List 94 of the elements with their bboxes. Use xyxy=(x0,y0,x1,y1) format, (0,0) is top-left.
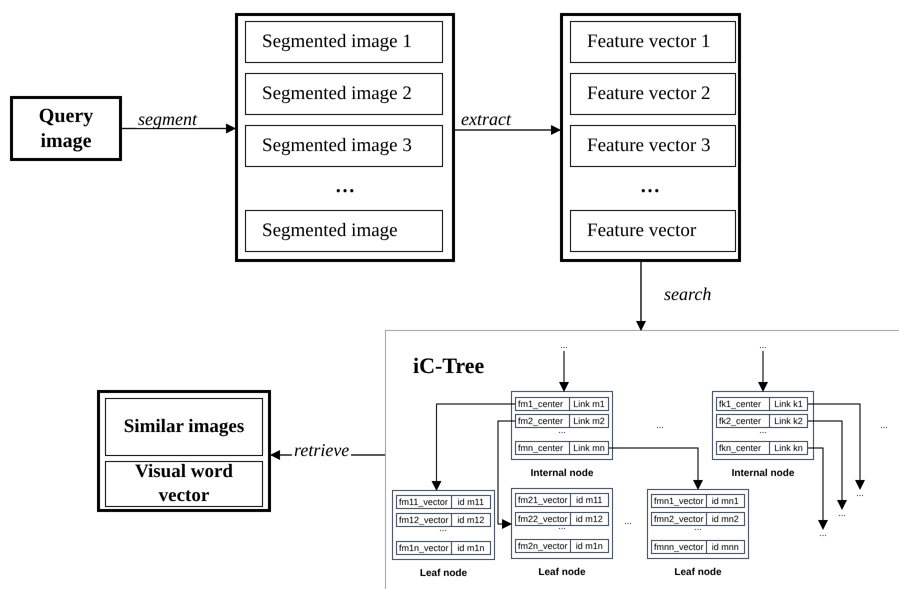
node-caption: Internal node xyxy=(530,467,594,481)
pointer-label: Link mn xyxy=(572,442,606,454)
field-name: fk1_center xyxy=(717,398,770,410)
ellipsis-text: ... xyxy=(623,517,633,526)
node-caption: Leaf node xyxy=(418,567,468,581)
table-row xyxy=(716,441,808,455)
arrow xyxy=(808,420,847,510)
field-name: fm2_center xyxy=(516,415,570,427)
ellipsis-text: ... xyxy=(557,341,571,351)
arrow xyxy=(758,350,768,392)
table-row xyxy=(396,495,491,509)
table-row xyxy=(515,414,609,428)
pointer-label: id m1n xyxy=(456,542,486,554)
pointer-label: id mn2 xyxy=(710,513,740,525)
tree-panel xyxy=(385,330,899,589)
table-row xyxy=(515,441,609,455)
node-caption: Leaf node xyxy=(673,566,723,580)
pointer-label: Link m2 xyxy=(572,415,606,427)
arrow xyxy=(608,448,703,490)
item-box: Segmented image xyxy=(245,210,443,252)
ellipsis-text: ... xyxy=(694,523,702,532)
pointer-label: id m11 xyxy=(456,496,486,508)
item-box: Visual word vector xyxy=(105,461,263,507)
process-box: Query image xyxy=(10,96,122,161)
table-row xyxy=(515,493,609,507)
table-row xyxy=(651,512,745,526)
pointer-label: Link k1 xyxy=(773,398,804,410)
table-row xyxy=(396,541,491,555)
ellipsis-text: ... xyxy=(439,524,447,533)
node-caption: Leaf node xyxy=(537,566,587,580)
arrow xyxy=(122,124,236,134)
field-name: fmnn_vector xyxy=(652,541,707,553)
ellipsis-text: ... xyxy=(853,489,867,499)
table-row xyxy=(396,513,491,527)
field-name: fk2_center xyxy=(717,415,770,427)
field-name: fm21_vector xyxy=(516,494,571,506)
field-name: fmn1_vector xyxy=(652,495,707,507)
group-box xyxy=(235,13,455,262)
edge-label: search xyxy=(662,285,714,303)
edge-label: retrieve xyxy=(292,441,352,459)
arrow xyxy=(455,125,561,135)
pointer-label: id m12 xyxy=(574,513,604,525)
ellipsis-text: … xyxy=(334,176,356,196)
item-box: Feature vector 3 xyxy=(570,125,736,167)
arrow xyxy=(636,262,646,331)
pointer-label: id m11 xyxy=(575,494,604,506)
field-name: fm1_center xyxy=(516,398,570,410)
field-name: fm12_vector xyxy=(397,514,452,526)
field-name: fm1n_vector xyxy=(397,542,452,554)
pointer-label: id m12 xyxy=(456,514,486,526)
arrow xyxy=(559,350,569,392)
item-box: Feature vector 2 xyxy=(570,73,736,115)
table-row xyxy=(651,494,745,508)
item-box: Feature vector 1 xyxy=(570,21,736,63)
arrow xyxy=(808,404,865,490)
item-box: Segmented image 2 xyxy=(245,73,443,115)
field-name: fmn2_vector xyxy=(652,513,707,525)
panel-title: iC-Tree xyxy=(413,352,484,380)
ellipsis-text: ... xyxy=(558,426,567,435)
field-name: fm11_vector xyxy=(397,496,452,508)
item-box: Feature vector xyxy=(570,210,736,252)
arrow xyxy=(432,404,516,491)
pointer-label: Link k2 xyxy=(773,415,804,427)
table-row xyxy=(651,540,745,554)
ellipsis-text: ... xyxy=(655,421,665,430)
pointer-label: id mn1 xyxy=(710,495,740,507)
field-name: fm2n_vector xyxy=(516,540,571,552)
ellipsis-text: ... xyxy=(879,421,889,430)
field-name: fkn_center xyxy=(717,442,770,454)
pointer-label: id m1n xyxy=(574,540,604,552)
ellipsis-text: ... xyxy=(816,529,830,539)
table-row xyxy=(515,539,609,553)
pointer-label: Link m1 xyxy=(572,398,606,410)
pointer-label: id mnn xyxy=(710,541,740,553)
pointer-label: Link kn xyxy=(773,442,804,454)
item-box: Similar images xyxy=(105,398,263,456)
group-box xyxy=(97,390,271,512)
node-caption: Internal node xyxy=(730,467,796,481)
field-name: fmn_center xyxy=(516,442,570,454)
field-name: fm22_vector xyxy=(516,513,571,525)
item-box: Segmented image 3 xyxy=(245,125,443,167)
ellipsis-text: ... xyxy=(558,522,566,531)
item-box: Segmented image 1 xyxy=(245,21,443,63)
arrow xyxy=(808,448,828,530)
ellipsis-text: ... xyxy=(756,341,770,351)
table-row xyxy=(716,397,808,411)
table-row xyxy=(515,397,609,411)
ellipsis-text: ... xyxy=(759,426,768,435)
table-row xyxy=(515,512,609,526)
arrow xyxy=(498,420,516,529)
table-row xyxy=(716,414,808,428)
ellipsis-text: … xyxy=(639,176,661,196)
group-box xyxy=(560,13,741,262)
ellipsis-text: ... xyxy=(835,509,849,519)
